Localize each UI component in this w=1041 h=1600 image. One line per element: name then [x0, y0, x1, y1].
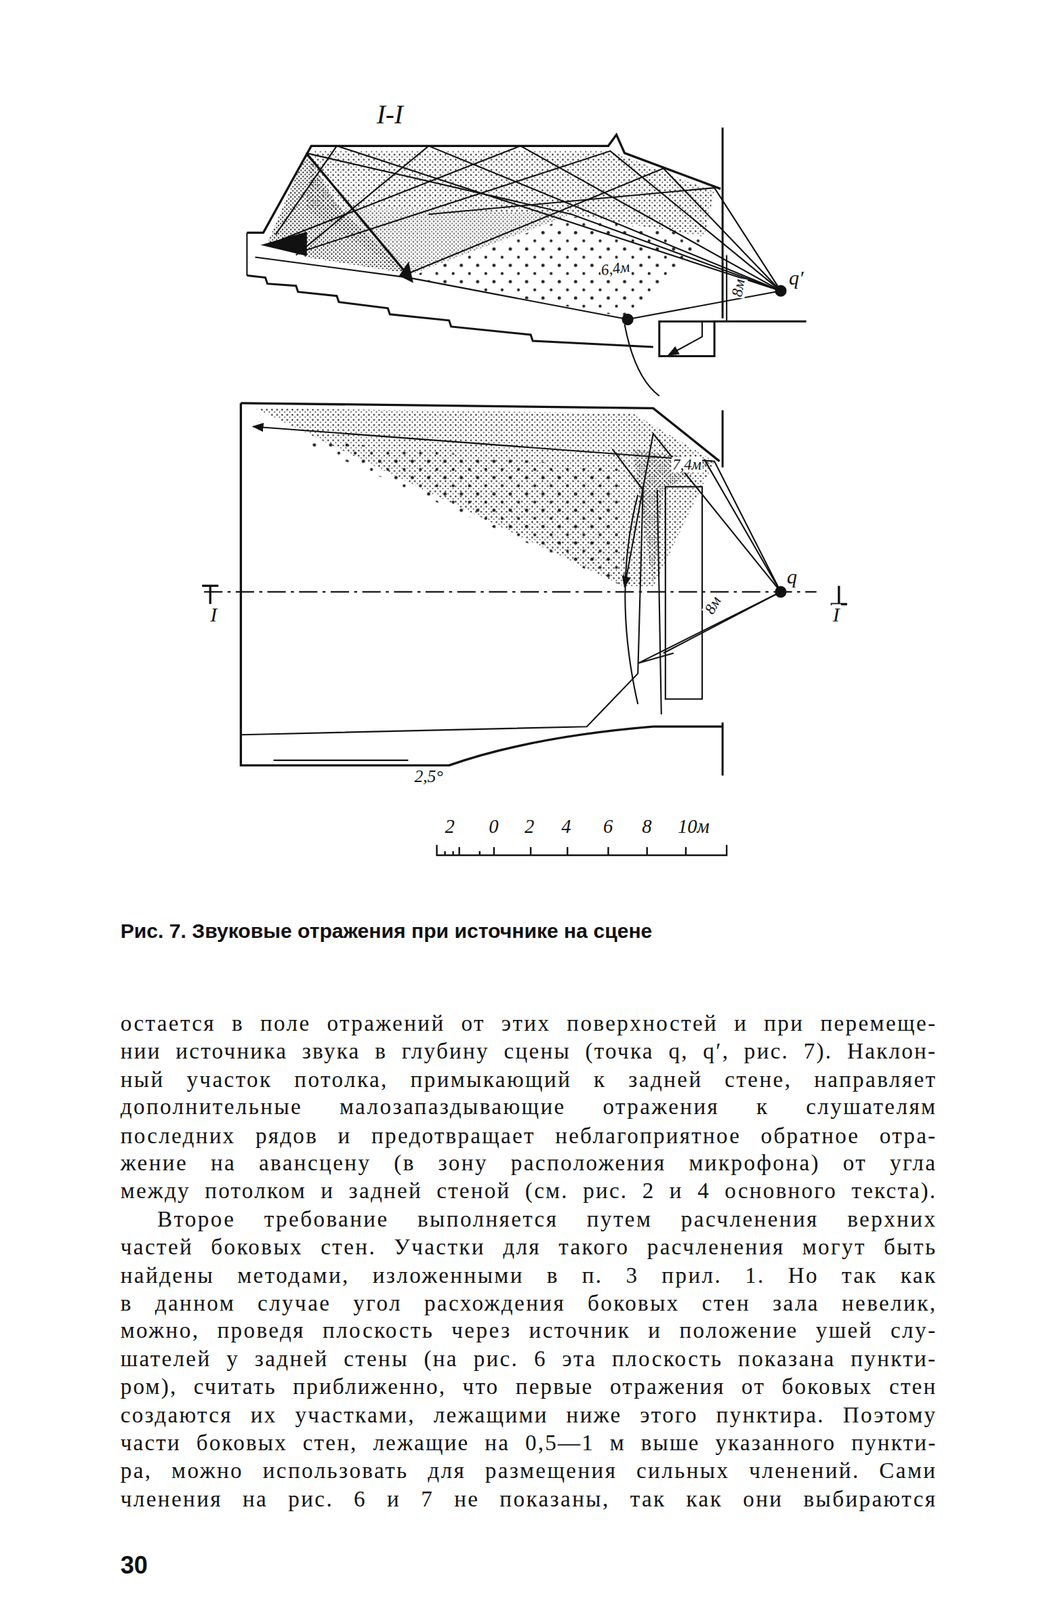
dimension-label: 2,5°	[413, 767, 444, 785]
dimension-label: q	[786, 566, 799, 587]
body-text-line: ный участок потолка, примыкающий к задне…	[120, 1068, 938, 1091]
scale-number: 8	[641, 816, 653, 837]
dimension-label: 8м	[729, 277, 748, 299]
body-text-line: последних рядов и предотвращает неблагоп…	[120, 1124, 938, 1147]
dimension-label: I	[831, 603, 841, 625]
body-text-line: найдены методами, изложенными в п. 3 при…	[120, 1263, 938, 1287]
body-text-line: дополнительные малозапаздывающие отражен…	[120, 1096, 938, 1119]
body-text-line: создаются их участками, лежащими ниже эт…	[120, 1403, 938, 1426]
page-number: 30	[120, 1553, 148, 1578]
body-text-line: жение на авансцену (в зону расположения …	[120, 1152, 938, 1175]
dimension-label: I-I	[375, 102, 404, 129]
body-text-line: в данном случае угол расхождения боковых…	[120, 1291, 938, 1315]
body-text-line: нии источника звука в глубину сцены (точ…	[120, 1040, 938, 1063]
body-text-line: шателей у задней стены (на рис. 6 эта пл…	[120, 1348, 938, 1371]
body-text-line: членения на рис. 6 и 7 не показаны, так …	[120, 1487, 938, 1510]
scale-number: 2	[523, 816, 536, 837]
body-text-line: остается в поле отражений от этих поверх…	[120, 1012, 938, 1035]
scale-number: 4	[560, 816, 573, 837]
body-text-line: ра, можно использовать для размещения си…	[120, 1459, 938, 1483]
figure-caption: Рис. 7. Звуковые отражения при источнике…	[120, 920, 653, 941]
body-text-line: между потолком и задней стеной (см. рис.…	[120, 1179, 938, 1203]
scale-number: 10м	[676, 816, 711, 837]
dimension-label: 7,4м	[671, 457, 703, 474]
body-text-line: части боковых стен, лежащие на 0,5—1 м в…	[120, 1432, 938, 1455]
scale-number: 6	[601, 816, 614, 837]
dimension-label: 8м	[701, 593, 725, 618]
body-text-line: Второе требование выполняется путем расч…	[157, 1208, 937, 1231]
scale-number: 2	[443, 816, 456, 837]
body-text-line: частей боковых стен. Участки для такого …	[120, 1236, 938, 1259]
dimension-label: q′	[788, 267, 806, 289]
scale-number: 0	[487, 816, 500, 837]
dimension-label: I	[209, 603, 219, 625]
body-text-line: можно, проведя плоскость через источник …	[120, 1320, 938, 1343]
body-text-line: ром), считать приближенно, что первые от…	[120, 1375, 938, 1399]
